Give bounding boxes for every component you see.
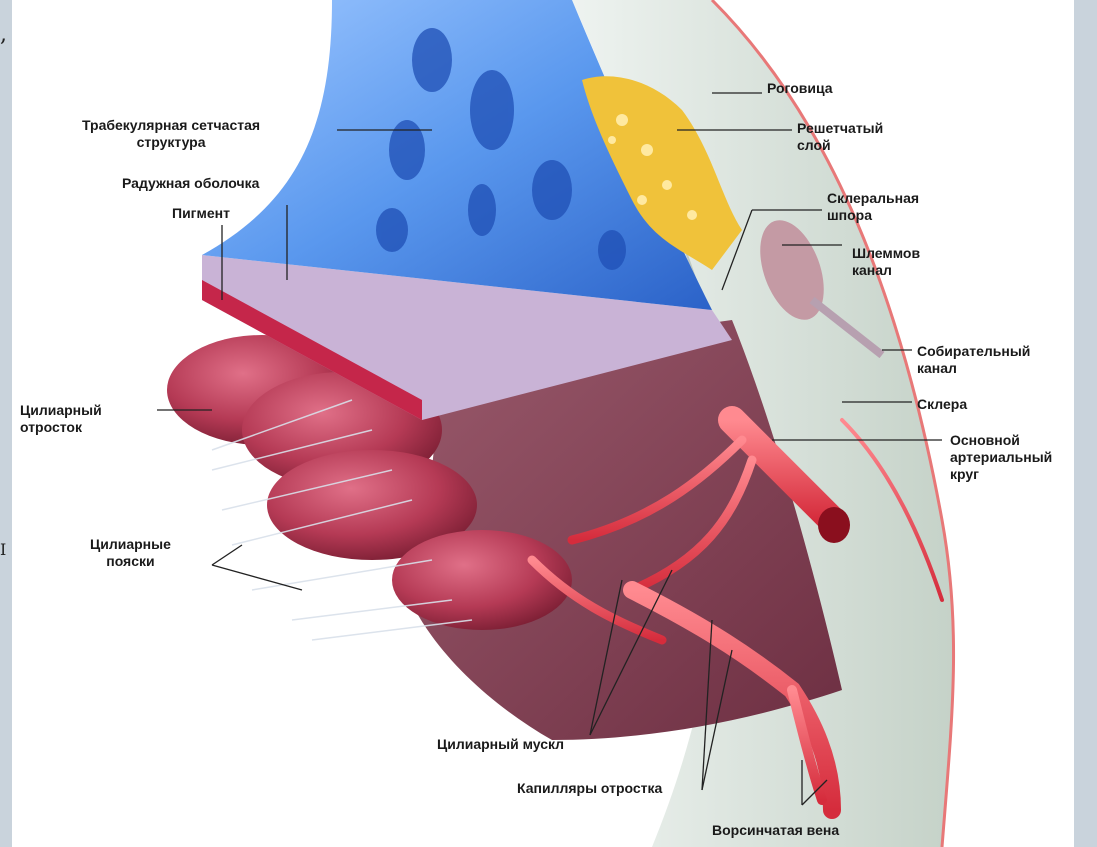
label-ciliary-process: Цилиарный отросток [20,402,102,436]
label-iris: Радужная оболочка [122,175,259,192]
label-trabecular: Трабекулярная сетчастая структура [82,117,260,151]
edge-mark-top: , [0,22,7,47]
label-schlemm: Шлеммов канал [852,245,920,279]
label-cornea: Роговица [767,80,833,97]
diagram-frame: Трабекулярная сетчастая структура Радужн… [12,0,1074,847]
label-pigment: Пигмент [172,205,230,222]
label-scleral-spur: Склеральная шпора [827,190,919,224]
label-sclera: Склера [917,396,967,413]
label-ciliary-zonules: Цилиарные пояски [90,536,171,570]
label-process-capillaries: Капилляры отростка [517,780,662,797]
label-collector: Собирательный канал [917,343,1030,377]
label-cribriform: Решетчатый слой [797,120,883,154]
label-ciliary-muscle: Цилиарный мускл [437,736,564,753]
ciliary-process-4 [392,530,572,630]
label-arterial-circle: Основной артериальный круг [950,432,1052,483]
label-choroidal-vein: Ворсинчатая вена [712,822,839,839]
edge-mark-mid: I [0,540,6,559]
arterial-circle-lumen [818,507,850,543]
